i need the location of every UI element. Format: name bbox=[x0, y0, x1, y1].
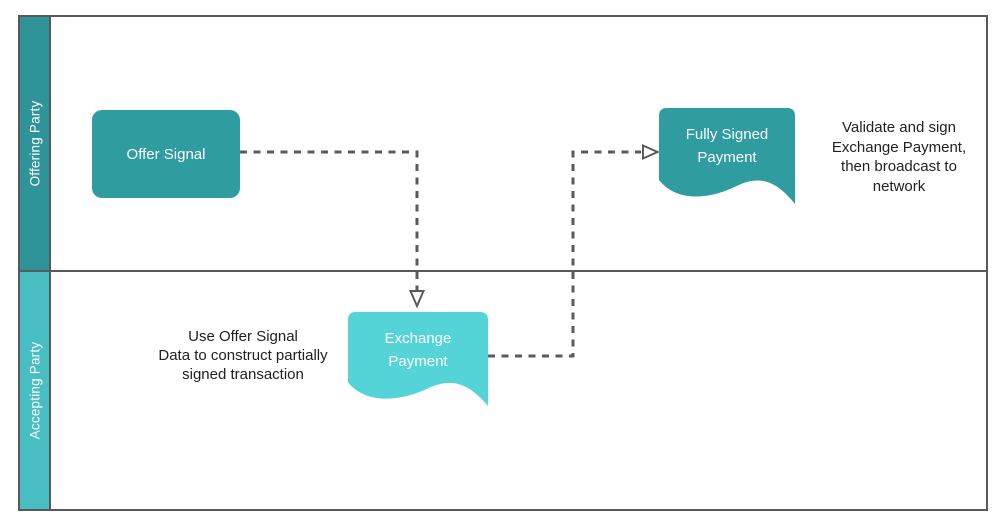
lane-label-accepting-party: Accepting Party bbox=[27, 341, 43, 440]
shape-fully-signed-payment-label: Fully Signed Payment bbox=[685, 126, 769, 166]
document-shape-icon bbox=[348, 312, 488, 406]
shape-exchange-payment-label: Exchange Payment bbox=[384, 330, 452, 370]
pool-frame bbox=[18, 15, 988, 511]
lane-header-offering-party: Offering Party bbox=[18, 15, 51, 272]
lane-divider bbox=[49, 270, 988, 272]
shape-offer-signal: Offer Signal bbox=[92, 110, 240, 198]
note-offering-party: Validate and sign Exchange Payment, then… bbox=[831, 119, 967, 195]
lane-header-accepting-party: Accepting Party bbox=[18, 270, 51, 511]
lane-label-offering-party: Offering Party bbox=[27, 100, 42, 187]
note-accepting-party: Use Offer Signal Data to construct parti… bbox=[158, 328, 328, 383]
shape-exchange-payment: Exchange Payment bbox=[348, 312, 488, 406]
shape-offer-signal-label: Offer Signal bbox=[126, 145, 206, 163]
document-shape-icon bbox=[659, 108, 795, 204]
shape-fully-signed-payment: Fully Signed Payment bbox=[659, 108, 795, 204]
